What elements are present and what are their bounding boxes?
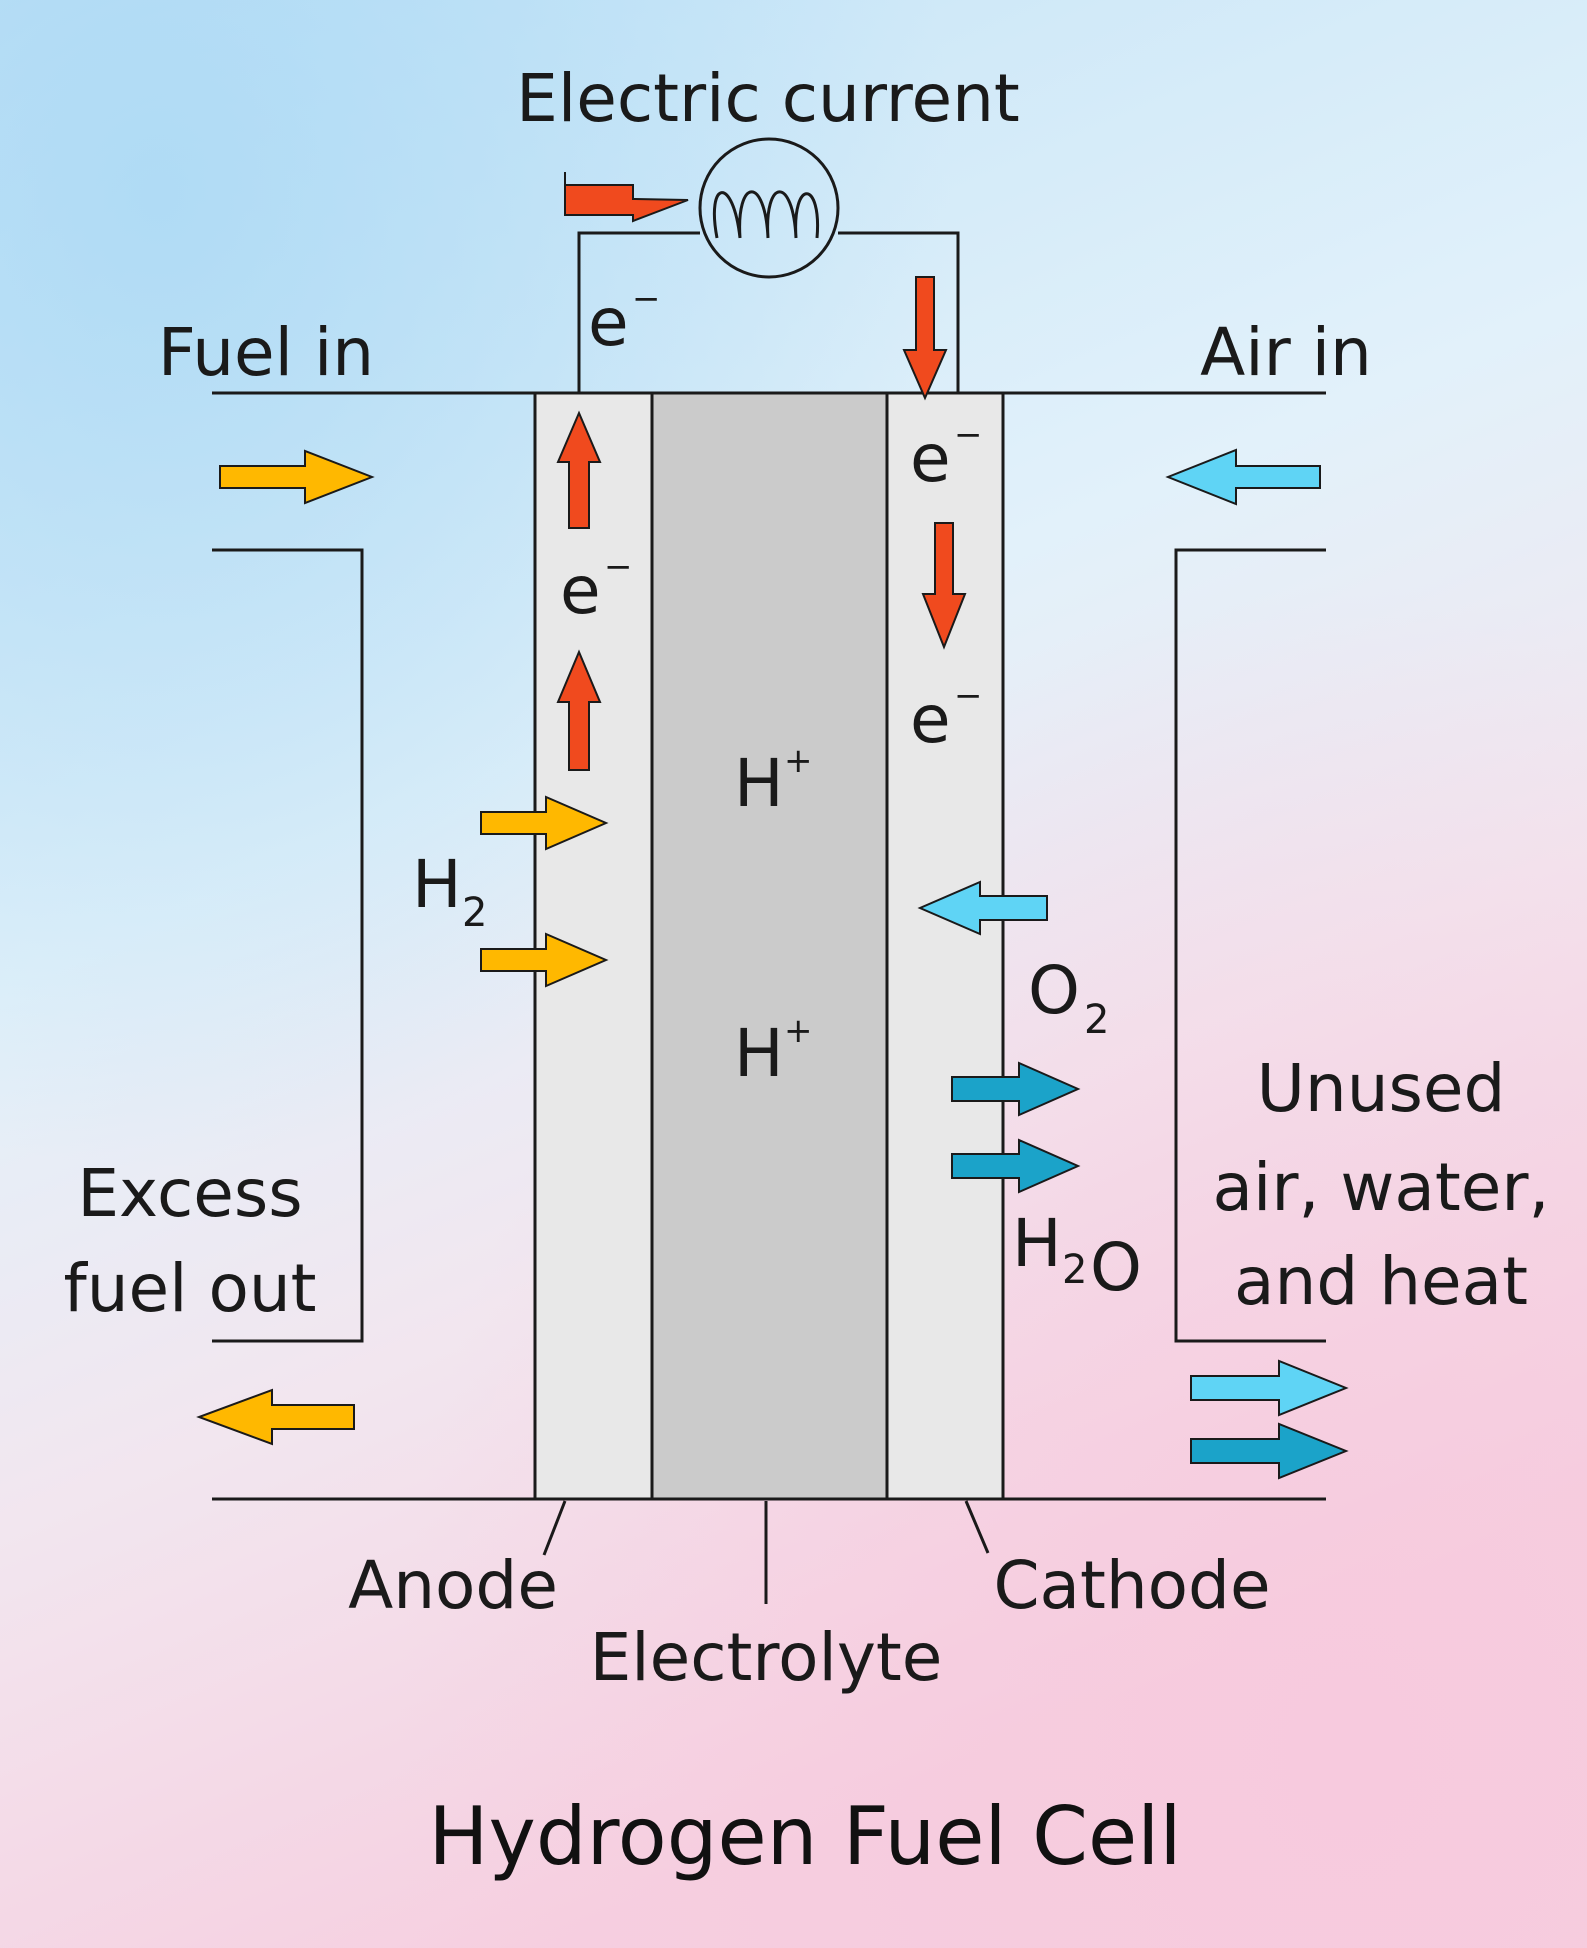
fuel-in-label: Fuel in	[158, 314, 374, 391]
electron-label-cathode-1: e −	[910, 415, 983, 497]
electrolyte-label: Electrolyte	[590, 1619, 943, 1696]
svg-text:2: 2	[462, 890, 487, 936]
air-in-arrow	[1165, 448, 1321, 506]
electron-arrow-cathode-down	[921, 522, 967, 650]
svg-text:+: +	[784, 741, 813, 781]
svg-text:e: e	[910, 420, 951, 497]
electron-arrow-circuit-right	[564, 172, 689, 223]
electron-arrow-anode-up-2	[556, 649, 602, 771]
svg-text:2: 2	[1062, 1247, 1087, 1293]
housing-lines	[212, 391, 1326, 1501]
air-in-label: Air in	[1200, 314, 1372, 391]
svg-text:H: H	[412, 846, 462, 923]
svg-text:e: e	[588, 284, 629, 361]
electron-arrows	[556, 172, 967, 771]
electrolyte-plate	[650, 391, 889, 1501]
water-label: H 2 O	[1012, 1205, 1142, 1306]
anode-label: Anode	[348, 1547, 558, 1624]
proton-label-1: H +	[734, 741, 813, 822]
cathode-label: Cathode	[993, 1547, 1270, 1624]
svg-text:+: +	[784, 1011, 813, 1051]
svg-text:−: −	[954, 676, 983, 716]
water-arrow-2	[951, 1138, 1081, 1194]
svg-text:−: −	[604, 547, 633, 587]
water-out-arrow	[1190, 1422, 1349, 1480]
external-circuit	[577, 231, 960, 393]
unused-air-out-arrow	[1190, 1359, 1349, 1417]
unused-label-line2: air, water,	[1213, 1149, 1550, 1226]
oxygen-arrow	[917, 880, 1048, 936]
electron-arrow-anode-up-1	[556, 410, 602, 529]
electron-label-cathode-2: e −	[910, 676, 983, 758]
proton-label-2: H +	[734, 1011, 813, 1092]
svg-text:H: H	[734, 745, 784, 822]
diagram-caption: Hydrogen Fuel Cell	[428, 1790, 1181, 1883]
svg-text:2: 2	[1084, 997, 1109, 1043]
oxygen-label: O 2	[1028, 952, 1109, 1043]
svg-text:e: e	[560, 552, 601, 629]
svg-text:−: −	[954, 415, 983, 455]
svg-text:H: H	[734, 1015, 784, 1092]
unused-label-line1: Unused	[1257, 1050, 1506, 1127]
leader-lines	[542, 1500, 990, 1604]
hydrogen-arrow-1	[480, 795, 609, 851]
svg-text:H: H	[1012, 1205, 1062, 1282]
excess-fuel-out-label-line2: fuel out	[63, 1250, 316, 1327]
svg-text:e: e	[910, 681, 951, 758]
electron-label-anode: e −	[560, 547, 633, 629]
water-arrows	[951, 1061, 1349, 1480]
unused-label-line3: and heat	[1234, 1243, 1528, 1320]
hydrogen-label: H 2	[412, 846, 487, 936]
water-arrow-1	[951, 1061, 1081, 1117]
svg-text:−: −	[632, 279, 661, 319]
electron-label-circuit: e −	[588, 279, 661, 361]
fuel-in-arrow	[219, 449, 375, 505]
excess-fuel-out-label-line1: Excess	[77, 1155, 302, 1232]
electric-current-label: Electric current	[516, 60, 1020, 137]
lightbulb-icon	[698, 137, 840, 279]
excess-fuel-out-arrow	[196, 1388, 355, 1446]
fuel-arrows	[196, 449, 609, 1446]
svg-text:O: O	[1028, 952, 1080, 1029]
hydrogen-arrow-2	[480, 932, 609, 988]
air-arrows	[917, 448, 1349, 1417]
electron-arrow-circuit-down	[902, 276, 948, 401]
svg-text:O: O	[1090, 1229, 1142, 1306]
